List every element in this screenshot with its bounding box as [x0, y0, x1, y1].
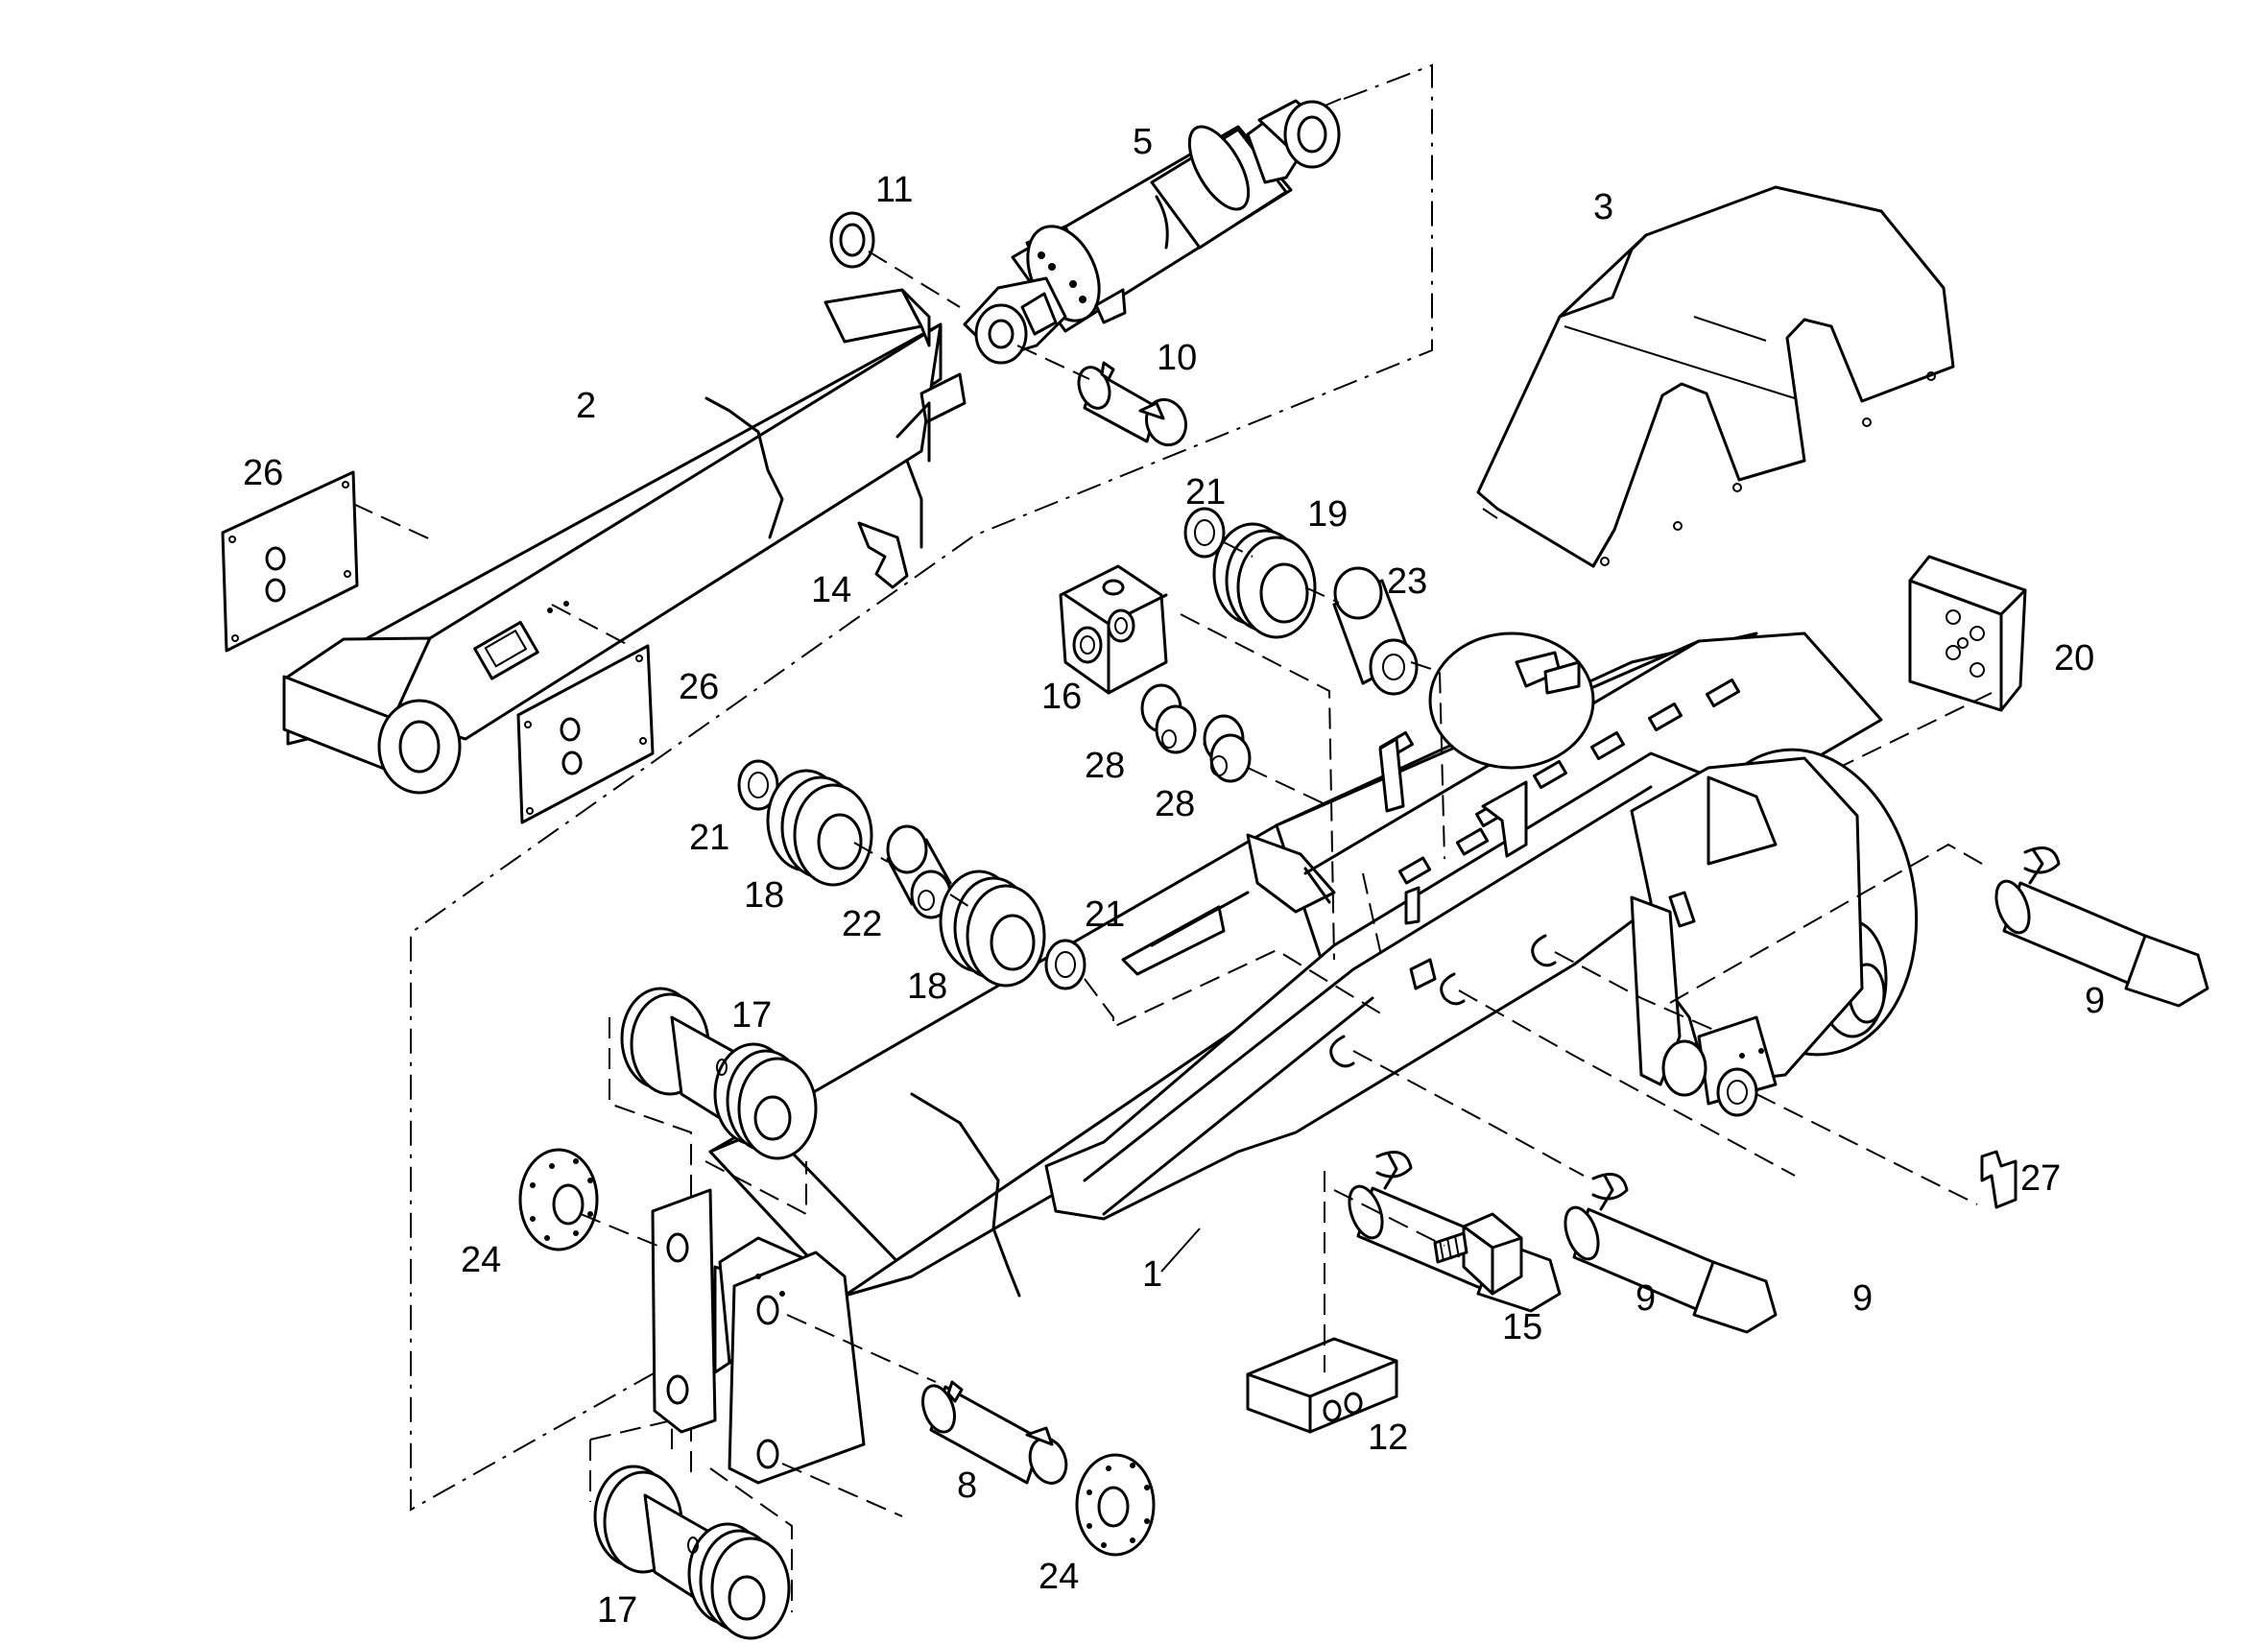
part-17-idler-upper	[620, 987, 818, 1160]
part-19-roller	[1183, 507, 1317, 639]
part-23-sleeve	[1332, 566, 1419, 696]
part-18-roller-a	[766, 769, 873, 887]
callout-9-left: 9	[1635, 1278, 1656, 1319]
part-3-cover	[1476, 185, 1955, 568]
callout-14: 14	[811, 570, 851, 610]
part-2-boom-arm	[282, 288, 967, 795]
part-21-bushing-b	[1044, 939, 1086, 990]
callout-8: 8	[957, 1465, 977, 1506]
bracket-leader-lines	[580, 1213, 937, 1517]
callout-26-left: 26	[243, 453, 283, 493]
part-16-block	[1059, 564, 1168, 695]
part-26-plate-left	[221, 470, 359, 653]
part-17-idler-lower	[593, 1465, 791, 1640]
part-27-clip	[1980, 1150, 2017, 1209]
callout-27: 27	[2020, 1158, 2061, 1199]
part-28-sleeve-a	[1140, 683, 1197, 754]
callout-10: 10	[1157, 338, 1197, 378]
part-20-pad	[1908, 555, 2027, 712]
part-5-hydraulic-cylinder	[963, 99, 1341, 365]
callout-24-upper: 24	[461, 1240, 501, 1280]
callout-9-right: 9	[2085, 981, 2105, 1021]
part-11-bushing	[829, 211, 875, 269]
roller-leader-lines	[853, 541, 1445, 1029]
callout-21-left: 21	[689, 818, 729, 858]
callout-21-top: 21	[1185, 472, 1226, 512]
part-15-clamp-bolt	[1433, 1212, 1523, 1296]
callout-1: 1	[1142, 1254, 1162, 1295]
part-10-pin	[1077, 361, 1188, 447]
part-18-roller-b	[939, 870, 1046, 988]
callout-5: 5	[1133, 122, 1153, 162]
callout-19: 19	[1307, 494, 1348, 535]
callout-labels: 1 2 3 5 8 9 9 9 10 11 12 14 15 16 17 17 …	[243, 122, 2105, 1631]
part-9-pin-right	[1994, 846, 2209, 1008]
callout-3: 3	[1593, 187, 1613, 227]
leader-lines-26	[352, 503, 634, 649]
callout-9-middle: 9	[1852, 1278, 1873, 1319]
part-9-pin-left	[1348, 1151, 1562, 1313]
callout-26-right: 26	[679, 667, 719, 707]
callout-17-lower: 17	[597, 1590, 637, 1631]
callout-20: 20	[2054, 638, 2094, 679]
part-28-sleeve-b	[1203, 714, 1252, 783]
part-21-bushing-a	[737, 759, 779, 811]
part-14-clamp	[857, 521, 909, 589]
tensioner-bracket	[651, 1188, 866, 1485]
drive-housing	[1630, 756, 1864, 1117]
callout-12: 12	[1368, 1418, 1408, 1458]
part-12-block	[1246, 1337, 1398, 1434]
callout-24-lower: 24	[1039, 1557, 1079, 1597]
callout-21-right: 21	[1085, 894, 1125, 935]
callout-11: 11	[875, 170, 913, 210]
callout-17-upper: 17	[731, 995, 772, 1036]
part-24-flange-upper	[518, 1148, 599, 1251]
callout-15: 15	[1502, 1307, 1542, 1347]
callout-22: 22	[842, 904, 882, 944]
retaining-clips	[1329, 934, 1557, 1068]
frame-brackets	[1378, 651, 1740, 925]
callout-18-upper: 18	[744, 875, 784, 916]
part-22-sleeve	[886, 824, 952, 919]
callout-leaders	[1160, 1227, 1201, 1273]
part-8-pin	[921, 1380, 1068, 1485]
part-26-plate-right	[516, 644, 655, 824]
callout-28-right: 28	[1155, 784, 1195, 824]
part-24-flange-lower	[1075, 1453, 1156, 1557]
callout-23: 23	[1387, 561, 1427, 602]
callout-16: 16	[1041, 677, 1082, 717]
callout-18-lower: 18	[907, 966, 947, 1007]
pin-leader-lines	[1352, 843, 1983, 1205]
part-9-pin-middle	[1564, 1173, 1778, 1334]
callout-28-left: 28	[1085, 746, 1125, 786]
callout-2: 2	[576, 386, 596, 426]
